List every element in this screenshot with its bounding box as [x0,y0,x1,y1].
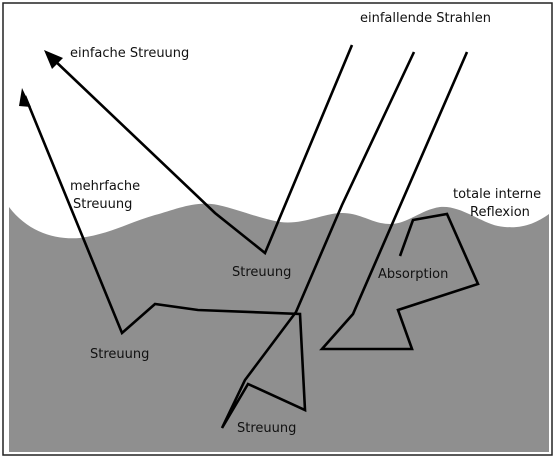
label-incoming-rays: einfallende Strahlen [360,11,491,26]
label-scattering-bottom: Streuung [237,421,296,436]
label-absorption: Absorption [378,267,448,282]
label-multiple-scattering-line1: mehrfache [70,179,140,194]
label-multiple-scattering-line2: Streuung [73,197,132,212]
label-scattering-left: Streuung [90,347,149,362]
label-total-internal-reflection-line1: totale interne [453,187,541,202]
label-scattering-upper: Streuung [232,265,291,280]
scattering-medium [9,204,549,452]
label-total-internal-reflection-line2: Reflexion [470,205,530,220]
label-single-scattering: einfache Streuung [70,46,189,61]
